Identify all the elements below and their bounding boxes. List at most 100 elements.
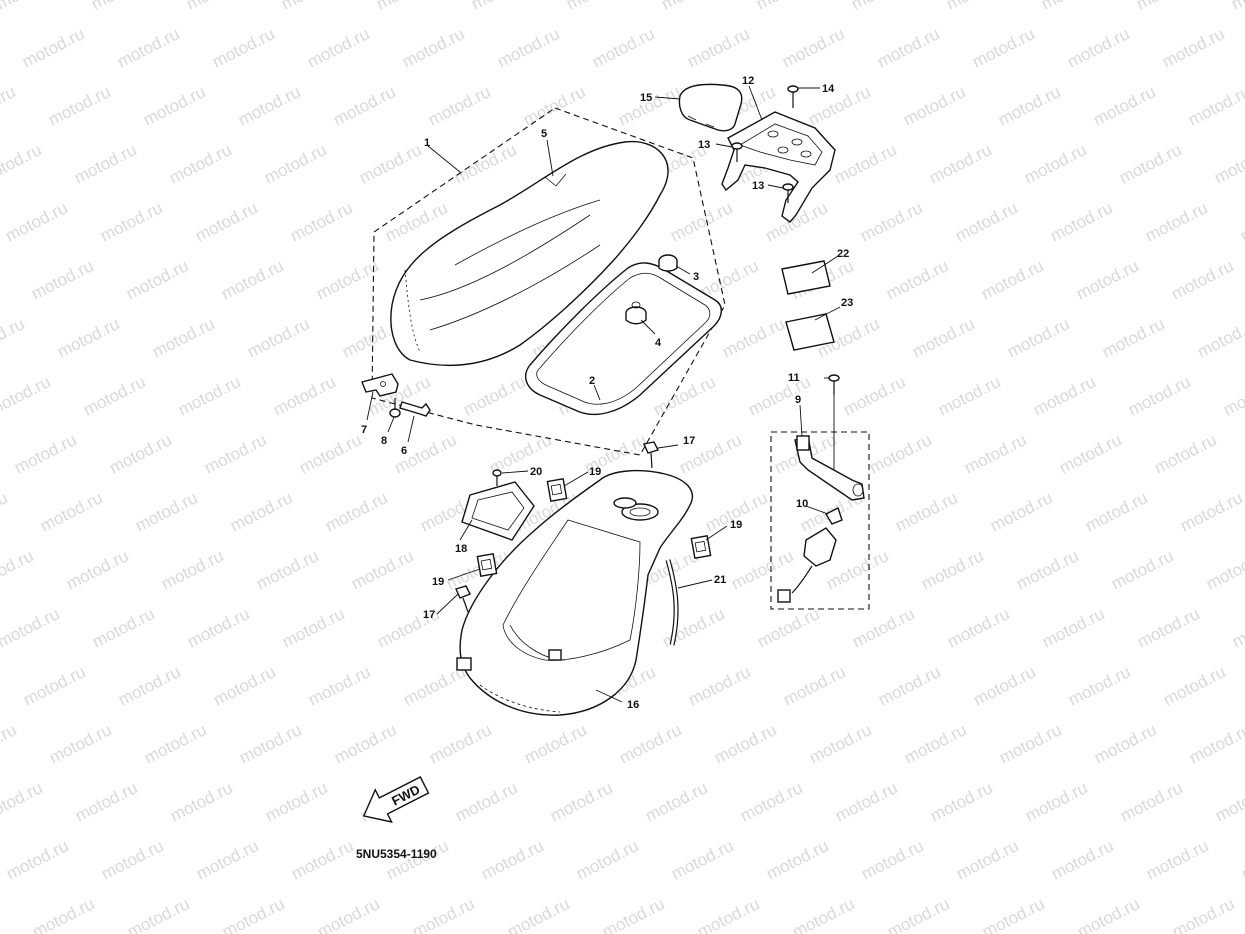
watermark-text: motod.ru xyxy=(1048,836,1116,883)
watermark-text: motod.ru xyxy=(149,314,217,361)
watermark-text: motod.ru xyxy=(1211,140,1245,187)
watermark-text: motod.ru xyxy=(3,836,71,883)
watermark-text: motod.ru xyxy=(1022,778,1090,825)
callout-19-c: 19 xyxy=(730,519,742,531)
watermark-text: motod.ru xyxy=(1151,430,1219,477)
watermark-text: motod.ru xyxy=(1143,836,1211,883)
lock-group-boundary xyxy=(770,431,870,610)
watermark-text: motod.ru xyxy=(918,546,986,593)
watermark-text: motod.ru xyxy=(615,82,683,129)
watermark-text: motod.ru xyxy=(909,314,977,361)
seat-lock xyxy=(777,507,843,603)
callout-5: 5 xyxy=(541,128,547,140)
watermark-text: motod.ru xyxy=(28,256,96,303)
watermark-text: motod.ru xyxy=(219,894,287,934)
watermark-text: motod.ru xyxy=(719,314,787,361)
watermark-text: motod.ru xyxy=(253,546,321,593)
watermark-text: motod.ru xyxy=(1237,198,1245,245)
watermark-text: motod.ru xyxy=(763,836,831,883)
seat-base-band xyxy=(524,262,722,416)
diagram-code: 5NU5354-1190 xyxy=(356,847,437,861)
watermark-text: motod.ru xyxy=(236,720,304,767)
watermark-text: motod.ru xyxy=(1056,430,1124,477)
watermark-text: motod.ru xyxy=(20,662,88,709)
watermark-text: motod.ru xyxy=(0,894,3,934)
watermark-text: motod.ru xyxy=(753,0,821,14)
watermark-text: motod.ru xyxy=(184,604,252,651)
watermark-text: motod.ru xyxy=(115,662,183,709)
watermark-text: motod.ru xyxy=(969,24,1037,71)
watermark-text: motod.ru xyxy=(451,140,519,187)
watermark-text: motod.ru xyxy=(866,430,934,477)
watermark-text: motod.ru xyxy=(0,0,62,14)
watermark-text: motod.ru xyxy=(287,198,355,245)
watermark-text: motod.ru xyxy=(1169,894,1237,934)
watermark-text: motod.ru xyxy=(123,256,191,303)
watermark-text: motod.ru xyxy=(322,488,390,535)
callout-17-upper: 17 xyxy=(683,435,695,447)
watermark-text: motod.ru xyxy=(668,836,736,883)
callout-13-lower: 13 xyxy=(752,180,764,192)
watermark-text: motod.ru xyxy=(1021,140,1089,187)
watermark-text: motod.ru xyxy=(650,372,718,419)
watermark-text: motod.ru xyxy=(926,140,994,187)
watermark-text: motod.ru xyxy=(659,604,727,651)
watermark-text: motod.ru xyxy=(874,24,942,71)
watermark-text: motod.ru xyxy=(132,488,200,535)
callout-1: 1 xyxy=(424,137,430,149)
watermark-text: motod.ru xyxy=(288,836,356,883)
watermark-text: motod.ru xyxy=(1185,82,1245,129)
watermark-text: motod.ru xyxy=(356,140,424,187)
watermark-text: motod.ru xyxy=(1168,256,1236,303)
watermark-text: motod.ru xyxy=(737,778,805,825)
watermark-text: motod.ru xyxy=(262,778,330,825)
callout-19-a: 19 xyxy=(589,466,601,478)
bolt-14 xyxy=(787,85,799,108)
watermark-text: motod.ru xyxy=(1074,894,1142,934)
watermark-text: motod.ru xyxy=(944,604,1012,651)
callout-11: 11 xyxy=(788,372,800,384)
callout-7: 7 xyxy=(361,424,367,436)
callout-19-b: 19 xyxy=(432,576,444,588)
watermark-text: motod.ru xyxy=(37,488,105,535)
watermark-text: motod.ru xyxy=(1203,546,1245,593)
callout-2: 2 xyxy=(589,375,595,387)
watermark-text: motod.ru xyxy=(0,140,45,187)
watermark-text: motod.ru xyxy=(227,488,295,535)
watermark-text: motod.ru xyxy=(728,546,796,593)
leader-lines xyxy=(366,85,841,703)
watermark-text: motod.ru xyxy=(80,372,148,419)
watermark-text: motod.ru xyxy=(2,198,70,245)
callout-23: 23 xyxy=(841,297,853,309)
watermark-text: motod.ru xyxy=(45,82,113,129)
watermark-text: motod.ru xyxy=(296,430,364,477)
watermark-text: motod.ru xyxy=(158,546,226,593)
watermark-text: motod.ru xyxy=(952,198,1020,245)
callout-20: 20 xyxy=(530,466,542,478)
seat-group-boundary xyxy=(371,107,726,456)
watermark-text: motod.ru xyxy=(832,778,900,825)
watermark-text: motod.ru xyxy=(1159,24,1227,71)
watermark-text: motod.ru xyxy=(900,82,968,129)
watermark-text: motod.ru xyxy=(54,314,122,361)
watermark-text: motod.ru xyxy=(192,198,260,245)
watermark-text: motod.ru xyxy=(304,24,372,71)
watermark-text: motod.ru xyxy=(106,430,174,477)
watermark-text: motod.ru xyxy=(63,546,131,593)
watermark-text: motod.ru xyxy=(961,430,1029,477)
watermark-text: motod.ru xyxy=(831,140,899,187)
watermark-text: motod.ru xyxy=(1108,546,1176,593)
watermark-text: motod.ru xyxy=(1099,314,1167,361)
carrier xyxy=(721,111,836,223)
watermark-text: motod.ru xyxy=(1047,198,1115,245)
watermark-text: motod.ru xyxy=(685,662,753,709)
callout-12: 12 xyxy=(742,75,754,87)
callout-17-lower: 17 xyxy=(423,609,435,621)
watermark-text: motod.ru xyxy=(1212,778,1245,825)
watermark-text: motod.ru xyxy=(460,372,528,419)
callout-22: 22 xyxy=(837,248,849,260)
watermark-text: motod.ru xyxy=(1117,778,1185,825)
nut-19-a xyxy=(546,477,568,503)
